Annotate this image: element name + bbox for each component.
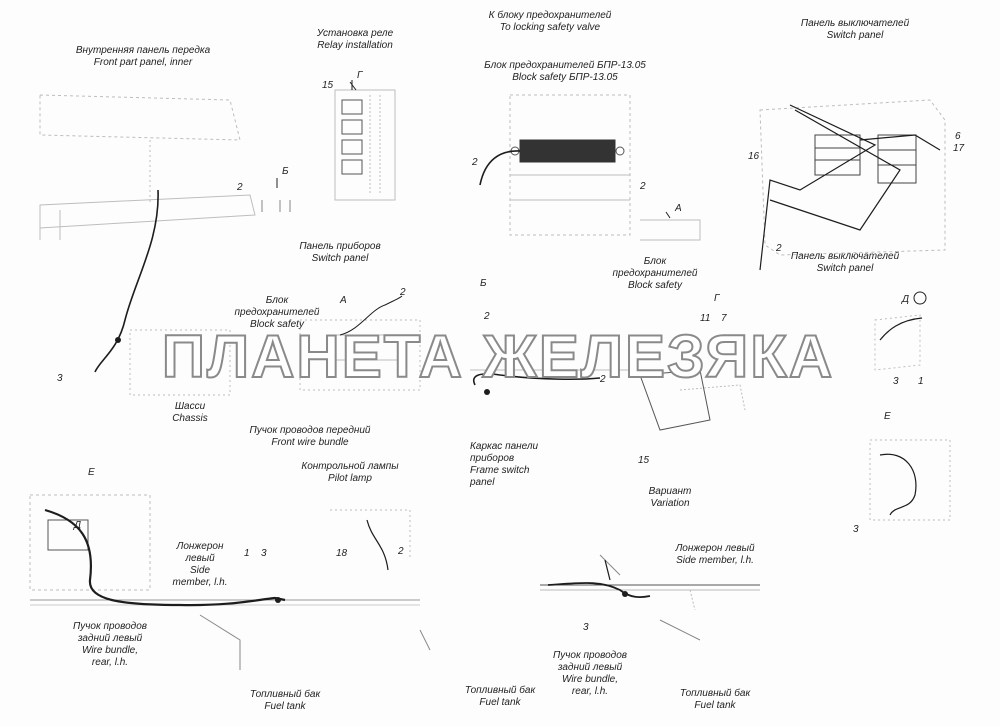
- view-letter: Д: [74, 520, 82, 531]
- front-panel-inner-drawing: [39, 94, 256, 240]
- callout-number: 11: [700, 313, 711, 324]
- callout-number: 2: [484, 311, 490, 322]
- wire-front-bundle: [473, 373, 601, 386]
- relay-block-drawing: [261, 89, 396, 212]
- wire-view-e: [879, 453, 917, 516]
- callout-number: 2: [237, 182, 243, 193]
- view-letter: Б: [480, 278, 487, 289]
- callout-number: 16: [748, 151, 760, 162]
- wire-safety-block-a: [339, 295, 403, 336]
- frame-switch-panel-drawing: [470, 369, 746, 431]
- wire-switch-panel-3: [859, 134, 941, 151]
- view-letter: Е: [88, 467, 95, 478]
- right-detail-views-drawing: [869, 314, 951, 521]
- callout-number: 6: [955, 131, 961, 142]
- callout-number: 3: [893, 376, 899, 387]
- rear-chassis-variant-drawing: [540, 554, 760, 641]
- callout-number: 2: [640, 181, 646, 192]
- connector-front-panel: [115, 337, 121, 343]
- view-letter: А: [675, 203, 682, 214]
- callout-number: 2: [600, 374, 606, 385]
- view-letter: Г: [714, 293, 720, 304]
- callout-number: 15: [322, 80, 334, 91]
- arrow-g-top: [349, 81, 357, 91]
- callout-number: 3: [853, 524, 859, 535]
- wire-rear-mid: [547, 582, 651, 598]
- callout-number: 1: [918, 376, 924, 387]
- wire-view-d: [879, 317, 923, 341]
- watermark-text: ПЛАНЕТА ЖЕЛЕЗЯКА: [161, 322, 835, 391]
- connector-front-bundle: [484, 389, 490, 395]
- connector-rear-left: [275, 597, 281, 603]
- callout-number: 18: [336, 548, 348, 559]
- wire-rear-left: [44, 508, 286, 607]
- callout-number: 3: [261, 548, 267, 559]
- view-letter: Д: [902, 294, 910, 305]
- wire-front-panel: [94, 189, 159, 373]
- callout-number: 2: [400, 287, 406, 298]
- view-letter: А: [340, 295, 347, 306]
- callout-number: 17: [953, 143, 965, 154]
- wire-switch-panel-1: [759, 104, 877, 271]
- switch-panel-drawing: [759, 99, 946, 256]
- callout-number: 2: [472, 157, 478, 168]
- rear-chassis-drawing: [29, 494, 431, 670]
- view-d-circle: [913, 291, 927, 305]
- callout-number: 2: [776, 243, 782, 254]
- callout-number: 3: [57, 373, 63, 384]
- wire-rear-mid-up: [604, 559, 611, 581]
- callout-number: 7: [721, 313, 727, 324]
- wire-bpr-left: [479, 150, 521, 186]
- callout-number: 1: [244, 548, 250, 559]
- view-letter: Б: [282, 166, 289, 177]
- callout-number: 15: [638, 455, 650, 466]
- view-letter: Е: [884, 411, 891, 422]
- callout-number: 3: [583, 622, 589, 633]
- wire-pilot-lamp: [366, 519, 389, 571]
- wire-switch-panel-2: [769, 109, 901, 231]
- connector-rear-mid: [622, 591, 628, 597]
- view-letter: Г: [357, 70, 363, 81]
- arrow-a-mid: [665, 211, 671, 219]
- callout-number: 2: [398, 546, 404, 557]
- fuse-block-bpr-drawing: [509, 94, 701, 241]
